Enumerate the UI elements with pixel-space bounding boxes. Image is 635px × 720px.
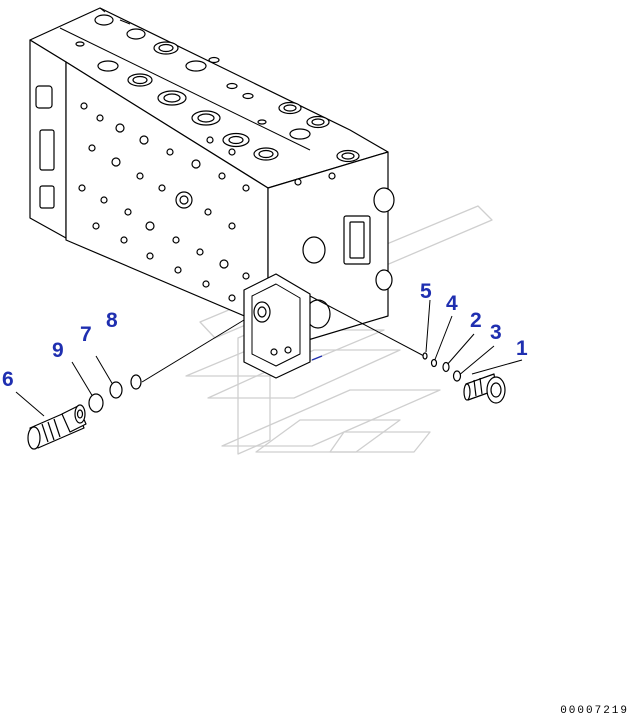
leader-line-2 — [445, 333, 475, 367]
part-8-o-ring — [130, 374, 142, 390]
part-7-backup-ring — [109, 381, 123, 399]
callout-7: 7 — [80, 323, 92, 346]
part-3-washer — [452, 370, 462, 382]
top-ports — [75, 14, 360, 163]
part-6-relief-valve — [27, 404, 87, 450]
leader-line-6 — [15, 391, 45, 417]
callout-5: 5 — [420, 280, 432, 303]
part-4-ring — [430, 358, 438, 368]
leader-line-5b — [425, 299, 431, 353]
right-face-details — [294, 172, 395, 329]
part-5-pin — [422, 352, 428, 360]
leader-line-8 — [141, 319, 245, 383]
leader-line-3 — [457, 345, 495, 377]
leader-line-4 — [433, 315, 453, 363]
control-valve-block — [29, 7, 395, 379]
callout-1: 1 — [516, 337, 528, 360]
callout-2: 2 — [470, 309, 482, 332]
part-2-ring — [442, 361, 450, 373]
callout-6: 6 — [2, 368, 14, 391]
leader-line-5 — [309, 295, 425, 357]
callout-9: 9 — [52, 339, 64, 362]
front-face-holes — [78, 102, 250, 302]
part-9-o-ring — [88, 393, 104, 413]
leader-lines — [15, 295, 523, 417]
part-1-plug — [463, 373, 506, 404]
callout-3: 3 — [490, 321, 502, 344]
callout-8: 8 — [106, 309, 118, 332]
callout-4: 4 — [446, 292, 458, 315]
leader-line-1 — [471, 359, 523, 375]
drawing-number: 00007219 — [560, 705, 629, 717]
